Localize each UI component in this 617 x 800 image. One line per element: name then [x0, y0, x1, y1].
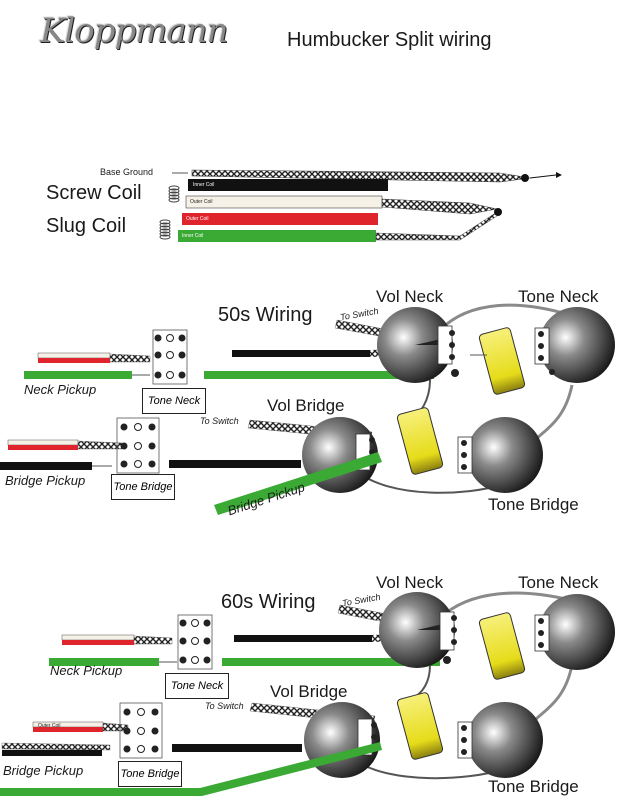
- switch-label-tone-neck-50s: Tone Neck: [142, 388, 206, 414]
- switch-tone-bridge-60s: [119, 702, 163, 759]
- capacitor-neck-50s: [470, 327, 526, 395]
- heading-60s: 60s Wiring: [221, 591, 316, 613]
- label-bridge-pickup-60s: Bridge Pickup: [3, 763, 84, 778]
- base-ground-braid: [191, 169, 531, 183]
- label-neck-pickup-50s: Neck Pickup: [24, 382, 97, 397]
- pot-tone-bridge-50s: [457, 417, 543, 493]
- switch-tone-neck-50s: [152, 329, 188, 385]
- legend-outer-coil-red-tag: Outer Coil: [186, 216, 209, 222]
- switch-tone-neck-60s: [177, 614, 213, 670]
- label-to-switch-2-50s: To Switch: [200, 416, 239, 426]
- capacitor-bridge-50s: [396, 407, 444, 475]
- legend-screw-coil-label: Screw Coil: [46, 182, 142, 204]
- bridge-pickup-cable-50s: [0, 462, 92, 470]
- section-60s-graphics: [0, 591, 615, 796]
- legend-cable: [159, 169, 562, 242]
- pot-tone-neck-60s: [534, 594, 615, 670]
- pot-tone-bridge-60s: [457, 702, 543, 778]
- section-50s-graphics: [0, 303, 615, 515]
- label-tone-neck-60s: Tone Neck: [518, 573, 599, 592]
- label-bridge-pickup-50s: Bridge Pickup: [5, 473, 86, 488]
- outer-coil-red-wire: [182, 213, 378, 225]
- capacitor-bridge-60s: [396, 692, 444, 760]
- heading-50s: 50s Wiring: [218, 304, 313, 326]
- legend-slug-coil-label: Slug Coil: [46, 215, 127, 237]
- label-vol-neck-60s: Vol Neck: [376, 573, 444, 592]
- inner-coil-wire: [188, 179, 388, 191]
- switch-tone-bridge-50s: [116, 417, 160, 474]
- label-to-switch-2-60s: To Switch: [205, 701, 244, 711]
- capacitor-neck-60s: [478, 612, 526, 680]
- switch-label-tone-neck-60s: Tone Neck: [165, 673, 229, 699]
- pot-vol-neck-50s: [377, 307, 459, 383]
- page-title: Humbucker Split wiring: [287, 29, 492, 51]
- label-vol-bridge-50s: Vol Bridge: [267, 396, 345, 415]
- slug-coil-icon: [159, 219, 171, 240]
- label-vol-neck-50s: Vol Neck: [376, 287, 444, 306]
- label-tone-bridge-50s: Tone Bridge: [488, 495, 579, 514]
- label-tone-neck-50s: Tone Neck: [518, 287, 599, 306]
- inner-coil-green-wire: [178, 230, 376, 242]
- label-tone-bridge-60s: Tone Bridge: [488, 777, 579, 796]
- outer-coil-wire: [185, 195, 383, 209]
- screw-coil-icon: [168, 185, 180, 203]
- label-neck-pickup-60s: Neck Pickup: [50, 663, 123, 678]
- pot-tone-neck-50s: [534, 307, 615, 383]
- legend-outer-coil-tag: Outer Coil: [190, 199, 213, 205]
- legend-base-ground-label: Base Ground: [100, 167, 154, 177]
- brand-logo: Kloppmann: [40, 11, 229, 51]
- pot-vol-neck-60s: [379, 592, 457, 668]
- label-outer-coil-60s: Outer Coil: [38, 723, 61, 729]
- label-vol-bridge-60s: Vol Bridge: [270, 682, 348, 701]
- legend-inner-coil-green-tag: Inner Coil: [182, 233, 204, 239]
- legend-inner-coil-tag: Inner Coil: [193, 182, 215, 188]
- neck-pickup-cable: [24, 371, 132, 379]
- switch-label-tone-bridge-50s: Tone Bridge: [111, 474, 175, 500]
- switch-label-tone-bridge-60s: Tone Bridge: [118, 761, 182, 787]
